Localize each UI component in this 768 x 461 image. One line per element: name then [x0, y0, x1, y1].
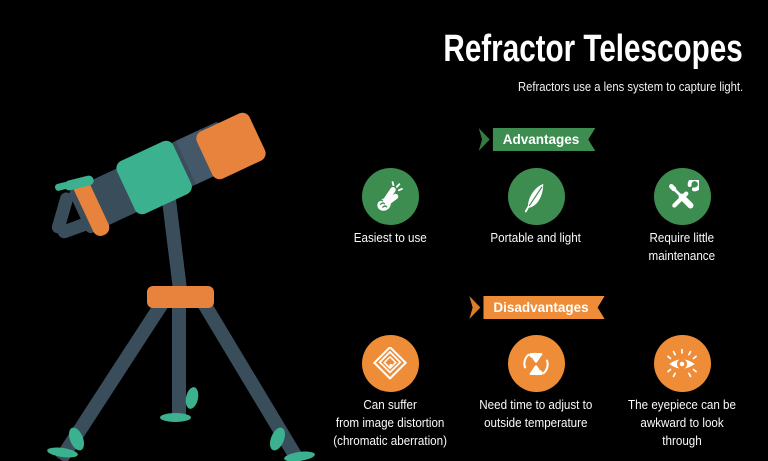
disadvantages-banner: Disadvantages — [469, 296, 604, 319]
disadvantage-text: Need time to adjust to outside temperatu… — [479, 398, 593, 431]
tripod-knob-center — [183, 385, 201, 411]
ribbon-fold — [469, 296, 481, 319]
feather-icon — [507, 168, 565, 225]
page-title: Refractor Telescopes — [443, 28, 743, 70]
advantages-banner: Advantages — [478, 128, 596, 151]
snap-fingers-icon — [361, 168, 419, 225]
disadvantage-text: Can suffer from image distortion (chroma… — [333, 398, 447, 449]
disadvantages-banner-label: Disadvantages — [483, 296, 604, 319]
eye-icon — [653, 335, 711, 392]
advantage-text: Portable and light — [490, 231, 582, 245]
crossed-tools-icon — [653, 168, 711, 225]
disadvantage-text: The eyepiece can be awkward to look thro… — [628, 398, 736, 449]
mount-strut — [161, 191, 187, 291]
hourglass-cycle-icon — [507, 335, 565, 392]
tripod-leg-center — [172, 306, 186, 418]
disadvantage-item: The eyepiece can be awkward to look thro… — [609, 335, 755, 450]
advantage-text: Easiest to use — [353, 231, 427, 245]
advantage-item: Portable and light — [463, 168, 609, 265]
advantages-banner-label: Advantages — [493, 128, 596, 151]
tripod-leg-right — [196, 298, 303, 461]
page-subtitle: Refractors use a lens system to capture … — [517, 80, 743, 94]
advantage-item: Easiest to use — [317, 168, 463, 265]
content-panel: Advantages — [317, 0, 768, 461]
advantages-row: Easiest to use Portable and light — [317, 168, 755, 265]
advantage-item: Require little maintenance — [609, 168, 755, 265]
disadvantage-item: Need time to adjust to outside temperatu… — [463, 335, 609, 450]
disadvantage-item: Can suffer from image distortion (chroma… — [317, 335, 463, 450]
mount-collar — [147, 286, 214, 308]
telescope-illustration — [0, 80, 330, 461]
disadvantages-row: Can suffer from image distortion (chroma… — [317, 335, 755, 450]
ribbon-fold — [478, 128, 490, 151]
image-distortion-icon — [361, 335, 419, 392]
advantage-text: Require little maintenance — [648, 231, 716, 264]
tripod-foot-center — [160, 413, 191, 422]
